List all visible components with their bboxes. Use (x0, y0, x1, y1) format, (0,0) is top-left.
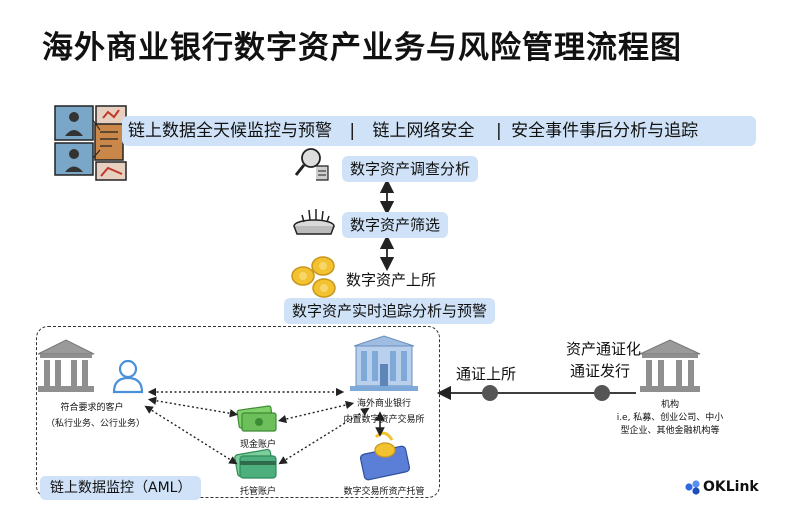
cash-account-label: 现金账户 (239, 440, 276, 450)
institution-label: 机构 i.e, 私募、创业公司、中小 型企业、其他金融机构等 (616, 400, 724, 436)
exchange-custody-label: 数字交易所资产托管 (343, 487, 425, 497)
flow-issuance-label: 通证发行 (570, 362, 631, 380)
magnifier-analysis-icon (294, 148, 329, 181)
customer-bank-icon (37, 339, 95, 392)
step-screening: 数字资产筛选 (342, 212, 449, 238)
customer-user-icon (112, 359, 144, 394)
aml-monitoring-label: 链上数据监控（AML） (40, 476, 202, 500)
flow-token-listing-label: 通证上所 (456, 365, 517, 383)
monitoring-banner: 链上数据全天候监控与预警 | 链上网络安全 | 安全事件事后分析与追踪 (122, 116, 756, 146)
bank-scope-boundary (36, 326, 440, 498)
step-tracking: 数字资产实时追踪分析与预警 (284, 298, 496, 324)
flow-tokenization-label: 资产通证化 (566, 340, 642, 358)
dotted-customer-custody (144, 405, 238, 465)
coins-icon (291, 256, 336, 298)
banner-item-network-security: 链上网络安全 (372, 121, 475, 141)
step-investigation: 数字资产调查分析 (342, 156, 479, 182)
cash-money-icon (236, 405, 277, 432)
step-listing: 数字资产上所 (346, 271, 437, 289)
institution-bank-icon (639, 339, 701, 392)
flow-dot-listing (482, 385, 498, 401)
flow-dot-issuance (594, 385, 610, 401)
banner-item-incident-analysis: 安全事件事后分析与追踪 (511, 121, 699, 141)
dotted-custody-bank (278, 407, 370, 465)
custody-card-icon (234, 448, 277, 479)
exchange-wallet-icon (359, 431, 411, 481)
oklink-logo-text: OKLink (703, 479, 759, 495)
custody-account-label: 托管账户 (239, 487, 276, 497)
main-bank-icon (350, 335, 418, 391)
page-title: 海外商业银行数字资产业务与风险管理流程图 (42, 30, 682, 66)
customer-label: 符合要求的客户 （私行业务、公行业务） (46, 403, 146, 429)
sieve-filter-icon (293, 209, 335, 235)
bank-label: 海外商业银行 内置数字资产交易所 (343, 399, 425, 425)
banner-separator: | (495, 121, 502, 141)
banner-item-monitoring: 链上数据全天候监控与预警 (128, 121, 332, 141)
banner-separator: | (349, 121, 356, 141)
oklink-logo-icon (685, 480, 700, 495)
monitoring-photos-icon (54, 105, 127, 181)
